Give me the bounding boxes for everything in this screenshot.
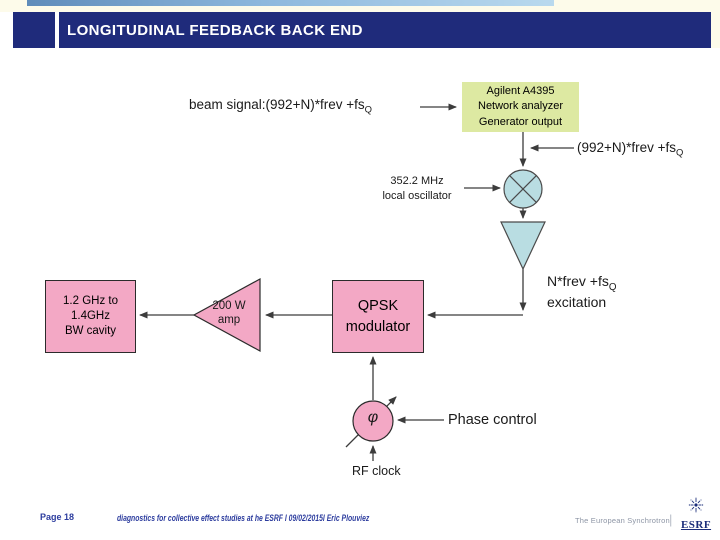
esrf-logo: ESRF xyxy=(678,497,714,531)
cavity-line3: BW cavity xyxy=(64,325,117,337)
cavity-line2: 1.4GHz xyxy=(71,310,110,322)
if-amplifier-symbol xyxy=(500,221,546,271)
title-accent-square xyxy=(13,12,55,48)
rf-clock-label: RF clock xyxy=(352,464,401,478)
qpsk-line1: QPSK xyxy=(357,297,399,314)
esrf-sun-icon xyxy=(688,497,704,513)
beam-signal-text: beam signal:(992+N)*frev +fs xyxy=(189,97,365,112)
amp-line1: 200 W xyxy=(212,300,246,312)
amp-line2: amp xyxy=(217,314,241,326)
beam-signal-subscript: Q xyxy=(364,104,372,116)
qpsk-line2: modulator xyxy=(345,318,411,335)
network-analyzer-box: Agilent A4395 Network analyzer Generator… xyxy=(462,82,579,132)
page-number: Page 18 xyxy=(40,512,75,522)
title-bar: LONGITUDINAL FEEDBACK BACK END xyxy=(59,12,711,48)
top-accent-bar xyxy=(27,0,554,6)
local-oscillator-label: 352.2 MHz local oscillator xyxy=(370,174,464,204)
power-amp-label: 200 W amp xyxy=(200,299,258,327)
esrf-wordmark: ESRF xyxy=(680,519,712,531)
excitation-line2: excitation xyxy=(547,294,607,310)
analyzer-line1: Agilent A4395 xyxy=(486,84,555,97)
footer-credit: diagnostics for collective effect studie… xyxy=(117,512,370,523)
mixer-symbol xyxy=(503,169,543,209)
cavity-line1: 1.2 GHz to xyxy=(63,295,118,307)
phi-symbol: φ xyxy=(367,409,379,426)
excitation-line1: N*frev +fsQ xyxy=(547,271,616,292)
excitation-subscript: Q xyxy=(608,281,617,293)
analyzer-line2: Network analyzer xyxy=(478,100,563,113)
injected-frequency-text: (992+N)*frev +fs xyxy=(577,140,677,155)
lo-line2: local oscillator xyxy=(382,190,452,202)
qpsk-modulator-box: QPSK modulator xyxy=(332,280,424,353)
synchrotron-tagline: The European Synchrotron xyxy=(575,516,670,525)
right-margin-strip xyxy=(711,0,720,48)
phase-control-label: Phase control xyxy=(448,412,537,428)
slide-title: LONGITUDINAL FEEDBACK BACK END xyxy=(67,21,363,39)
excitation-freq-text: N*frev +fs xyxy=(547,273,609,289)
logo-separator: | xyxy=(669,512,673,527)
injected-frequency-subscript: Q xyxy=(676,147,684,159)
beam-signal-label: beam signal:(992+N)*frev +fsQ xyxy=(189,97,372,115)
lo-line1: 352.2 MHz xyxy=(390,175,444,187)
injected-frequency-label: (992+N)*frev +fsQ xyxy=(577,140,683,158)
cavity-box: 1.2 GHz to 1.4GHz BW cavity xyxy=(45,280,136,353)
analyzer-line3: Generator output xyxy=(478,115,563,128)
excitation-label: N*frev +fsQ excitation xyxy=(547,271,616,313)
